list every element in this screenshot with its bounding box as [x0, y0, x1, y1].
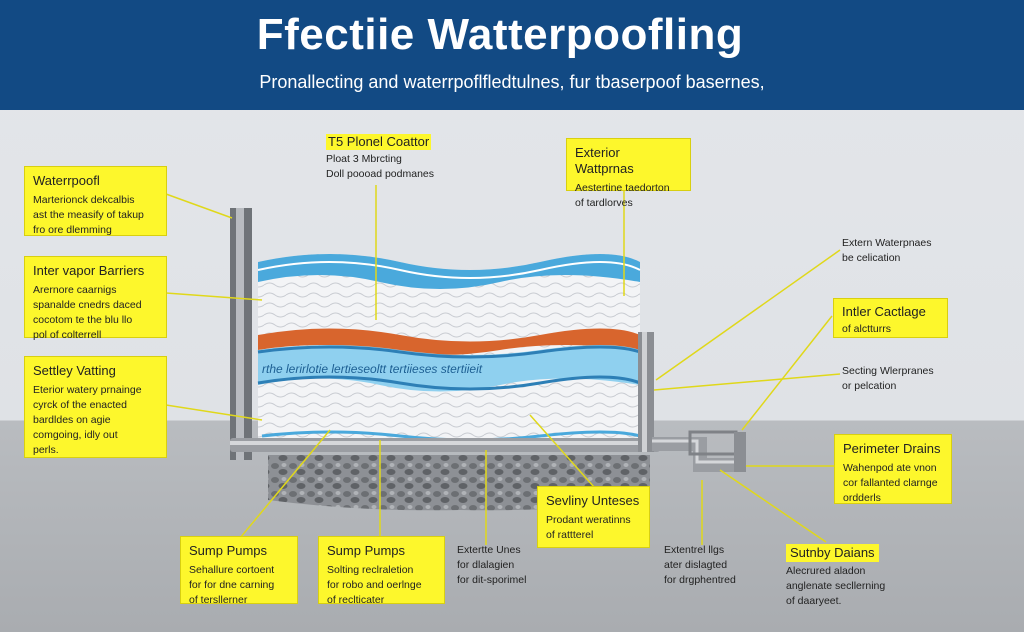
note-coater: T5 Plonel Coattor Ploat 3 Mbrcting Doll …	[326, 134, 446, 182]
callout-perimeter-drains: Perimeter Drains Wahenpod ate vnon cor f…	[834, 434, 952, 504]
callout-line: Solting reclraletion	[327, 564, 414, 576]
note-exterior-waterpnaes: Extern Waterpnaes be celication	[842, 236, 982, 266]
callout-title: Settley Vatting	[33, 363, 116, 378]
note-extentrel-llgs: Extentrel llgs ater dislagted for drgphe…	[664, 543, 774, 588]
note-secting-wlerpranes: Secting Wlerpranes or pelcation	[842, 364, 982, 394]
callout-title: Intler Cactlage	[842, 304, 926, 319]
leader-lines	[165, 185, 841, 545]
callout-line: pol of colterrell	[33, 329, 102, 341]
callout-title: Sevliny Unteses	[546, 493, 640, 508]
note-line: Doll poooad podmanes	[326, 168, 434, 180]
water-band-layer	[258, 345, 640, 392]
callout-settley-vatting: Settley Vatting Eterior watery prnainge …	[24, 356, 167, 458]
callout-line: Sehallure cortoent	[189, 564, 275, 576]
note-line: anglenate secllerning	[786, 580, 886, 592]
note-line: Alecrured aladon	[786, 565, 866, 577]
note-line: Ploat 3 Mbrcting	[326, 153, 402, 165]
callout-title: Waterrpoofl	[33, 173, 100, 188]
band-text: rthe lerirlotie lertieseoltt tertiieses …	[262, 362, 483, 376]
page-subtitle: Pronallecting and waterrpoflfledtulnes, …	[259, 72, 765, 92]
callout-title: Inter vapor Barriers	[33, 263, 145, 278]
callout-line: of reclticater	[327, 594, 385, 606]
callout-line: cor fallanted clarnge	[843, 477, 938, 489]
note-line: Extertte Unes	[457, 544, 521, 556]
note-line: Extern Waterpnaes	[842, 237, 932, 249]
callout-line: cocotom te the blu llo	[33, 314, 133, 326]
header-banner: Ffectiie Watterpoofling Pronallecting an…	[0, 0, 1024, 110]
note-line: for drgphentred	[664, 574, 736, 586]
note-line: be celication	[842, 252, 901, 264]
callout-line: of rattterel	[546, 529, 594, 541]
callout-line: spanalde cnedrs daced	[33, 299, 142, 311]
note-title: Sutnby Daians	[786, 544, 879, 562]
note-line: for dit-sporimel	[457, 574, 527, 586]
callout-line: ordderls	[843, 492, 881, 504]
callout-exterior-wattprnas: Exterior Wattprnas Aestertine taedorton …	[566, 138, 691, 209]
callout-line: Eterior watery prnainge	[33, 384, 142, 396]
note-sutnby-daians: Sutnby Daians Alecrured aladon anglenate…	[786, 544, 926, 609]
callout-sump-pumps-2: Sump Pumps Solting reclraletion for robo…	[318, 536, 445, 606]
callout-line: Arernore caarnigs	[33, 284, 117, 296]
callout-line: comgoing, idly out	[33, 429, 118, 441]
callout-line: of tersllerner	[189, 594, 248, 606]
callout-inner-cactlage: Intler Cactlage of alctturrs	[833, 298, 948, 338]
callout-line: for robo and oerlnge	[327, 579, 422, 591]
note-extertte-unes: Extertte Unes for dlalagien for dit-spor…	[457, 543, 567, 588]
note-line: or pelcation	[842, 380, 897, 392]
callout-line: bardldes on agie	[33, 414, 111, 426]
callout-title: Exterior Wattprnas	[575, 145, 634, 176]
callout-line: Aestertine taedorton	[575, 182, 670, 194]
note-line: of daaryeet.	[786, 595, 842, 607]
callout-line: perls.	[33, 444, 59, 456]
callout-title: Sump Pumps	[189, 543, 268, 558]
note-line: Secting Wlerpranes	[842, 365, 934, 377]
note-line: for dlalagien	[457, 559, 515, 571]
note-line: ater dislagted	[664, 559, 728, 571]
callout-line: of tardlorves	[575, 197, 633, 209]
callout-line: fro ore dlemming	[33, 224, 112, 236]
callout-line: Wahenpod ate vnon	[843, 462, 937, 474]
callout-line: of alctturrs	[842, 323, 892, 335]
page-title: Ffectiie Watterpoofling	[256, 10, 744, 59]
note-title: T5 Plonel Coattor	[326, 134, 432, 150]
callout-line: Marterionck dekcalbis	[33, 194, 135, 206]
callout-line: cyrck of the enacted	[33, 399, 127, 411]
callout-sump-pumps-1: Sump Pumps Sehallure cortoent for for dn…	[180, 536, 298, 606]
callout-inter-vapor-barriers: Inter vapor Barriers Arernore caarnigs s…	[24, 256, 167, 341]
callout-title: Sump Pumps	[327, 543, 406, 558]
callout-line: ast the measify of takup	[33, 209, 144, 221]
callout-line: for for dne carning	[189, 579, 275, 591]
callout-sevliny-unteses: Sevliny Unteses Prodant weratinns of rat…	[537, 486, 650, 548]
callout-title: Perimeter Drains	[843, 441, 941, 456]
callout-line: Prodant weratinns	[546, 514, 631, 526]
callout-waterproof: Waterrpoofl Marterionck dekcalbis ast th…	[24, 166, 167, 236]
vapor-barrier-layer	[258, 328, 640, 355]
note-line: Extentrel llgs	[664, 544, 725, 556]
